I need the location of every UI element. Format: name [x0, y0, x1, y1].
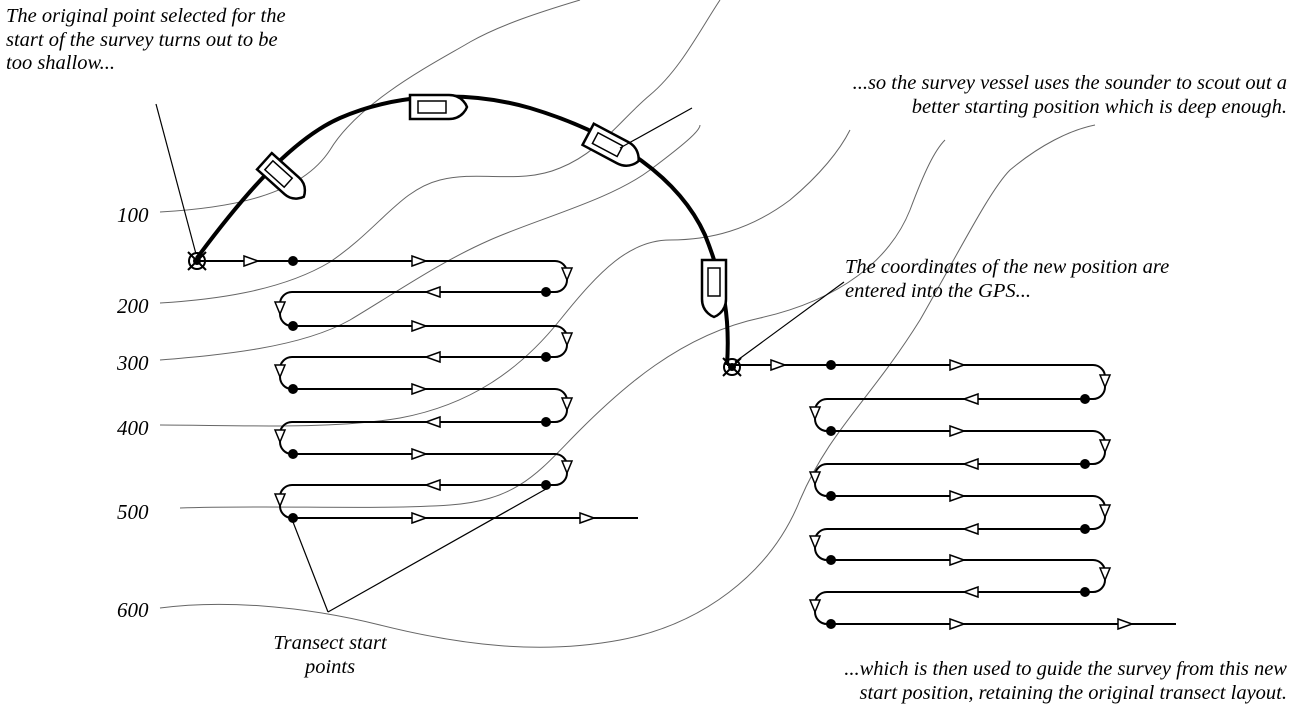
contour-400 — [159, 129, 851, 427]
depth-label-600: 600 — [117, 598, 149, 622]
annotation-transect-start-points: Transect start points — [240, 632, 420, 679]
depth-label-400: 400 — [117, 416, 149, 440]
depth-contours — [159, 0, 1096, 648]
leader-scout — [619, 107, 693, 149]
leader-original-point — [155, 103, 197, 255]
contour-200 — [159, 0, 721, 304]
leader-lines — [155, 103, 845, 613]
annotation-gps-line-2: entered into the GPS... — [845, 279, 1031, 302]
boat-1 — [255, 151, 307, 200]
boat-3 — [580, 122, 640, 167]
annotation-scout: ...so the survey vessel uses the sounder… — [853, 72, 1287, 119]
annotation-original-point-line-3: too shallow... — [6, 52, 115, 74]
leader-transect-1 — [292, 521, 329, 613]
vessel-route — [195, 94, 730, 366]
annotation-guide-line-1: ...which is then used to guide the surve… — [844, 658, 1287, 680]
depth-label-500: 500 — [117, 500, 149, 524]
depth-label-300: 300 — [117, 351, 149, 375]
depth-label-200: 200 — [117, 294, 149, 318]
annotation-gps-line-1: The coordinates of the new position are — [845, 256, 1170, 278]
annotation-scout-line-2: better starting position which is deep e… — [911, 95, 1287, 118]
annotation-transect-line-1: Transect start — [273, 632, 387, 654]
new-start-marker — [722, 357, 742, 377]
annotation-guide: ...which is then used to guide the surve… — [844, 658, 1287, 705]
boat-4 — [700, 258, 728, 319]
contour-600 — [159, 124, 1096, 648]
annotation-transect-line-2: points — [304, 655, 356, 678]
new-direction-arrows — [770, 358, 1135, 631]
boat-2 — [408, 93, 469, 121]
contour-100 — [159, 0, 581, 213]
annotation-original-point: The original point selected for the star… — [6, 5, 286, 76]
leader-gps — [734, 281, 845, 363]
original-start-marker — [187, 251, 207, 271]
new-start-dots — [826, 360, 1090, 629]
annotation-guide-line-2: start position, retaining the original t… — [859, 681, 1287, 704]
original-start-dots — [288, 256, 551, 523]
annotation-gps: The coordinates of the new position are … — [845, 256, 1169, 303]
leader-transect-2 — [327, 488, 547, 613]
depth-label-100: 100 — [117, 203, 149, 227]
original-direction-arrows — [243, 254, 597, 525]
annotation-original-point-line-1: The original point selected for the — [6, 5, 286, 27]
contour-500 — [179, 139, 946, 509]
annotation-original-point-line-2: start of the survey turns out to be — [6, 28, 278, 51]
annotation-scout-line-1: ...so the survey vessel uses the sounder… — [852, 72, 1287, 94]
